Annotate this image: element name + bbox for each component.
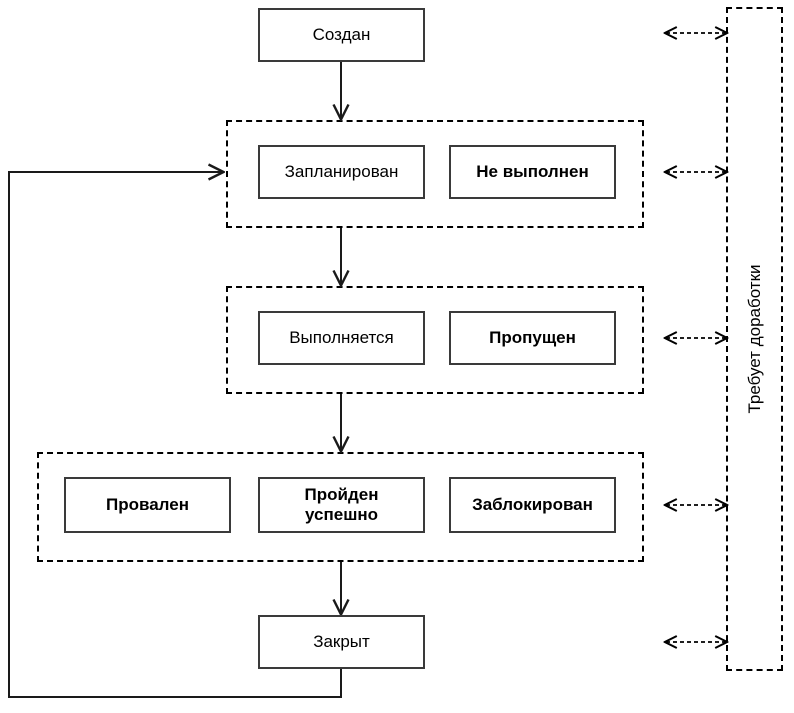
node-skipped[interactable]: Пропущен <box>449 311 616 365</box>
node-created[interactable]: Создан <box>258 8 425 62</box>
node-created-label: Создан <box>312 24 371 44</box>
node-closed[interactable]: Закрыт <box>258 615 425 669</box>
node-closed-label: Закрыт <box>313 631 370 651</box>
rework-panel-label: Требует доработки <box>744 264 764 414</box>
rework-panel: Требует доработки <box>726 7 783 671</box>
node-failed[interactable]: Провален <box>64 477 231 533</box>
node-skipped-label: Пропущен <box>489 327 576 347</box>
node-blocked-label: Заблокирован <box>472 494 593 514</box>
node-passed[interactable]: Пройден успешно <box>258 477 425 533</box>
node-planned-label: Запланирован <box>284 161 399 181</box>
node-in-progress-label: Выполняется <box>289 327 394 347</box>
node-passed-label: Пройден успешно <box>304 484 379 524</box>
node-planned[interactable]: Запланирован <box>258 145 425 199</box>
node-failed-label: Провален <box>106 494 189 514</box>
node-not-done[interactable]: Не выполнен <box>449 145 616 199</box>
node-not-done-label: Не выполнен <box>476 161 589 181</box>
node-blocked[interactable]: Заблокирован <box>449 477 616 533</box>
node-in-progress[interactable]: Выполняется <box>258 311 425 365</box>
